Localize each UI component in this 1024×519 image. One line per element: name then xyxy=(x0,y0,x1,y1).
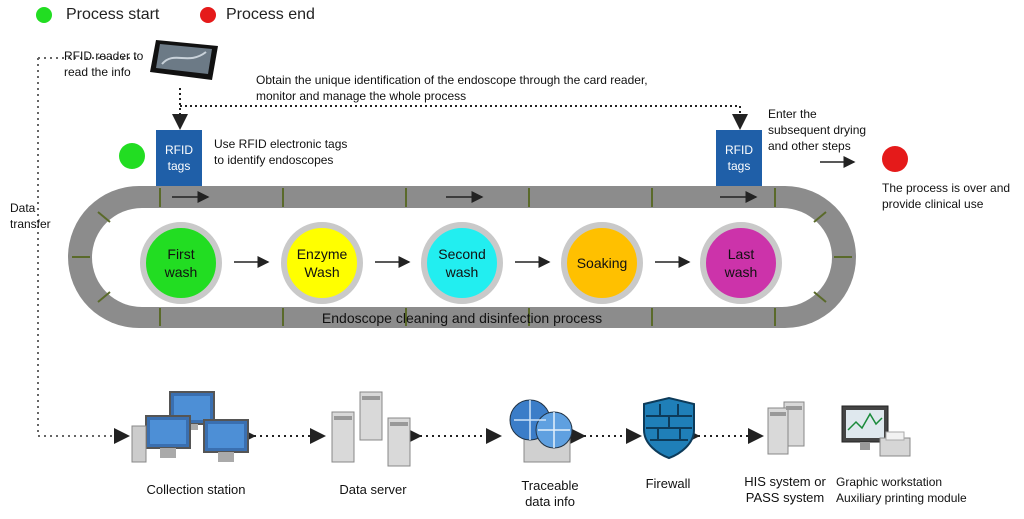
rfid-tags-right-line1: RFID xyxy=(725,143,753,157)
stage-second-wash: Second wash xyxy=(421,222,503,304)
workstation-printer-icon xyxy=(840,404,912,460)
data-server-label-line1: Data server xyxy=(339,482,407,497)
stage-soaking: Soaking xyxy=(561,222,643,304)
workstation-label-line2: Auxiliary printing module xyxy=(836,491,967,505)
stage-first-wash: First wash xyxy=(140,222,222,304)
collection-station-label: Collection station xyxy=(130,482,262,498)
firewall-label-line1: Firewall xyxy=(645,476,691,491)
end-note-line1: The process is over and xyxy=(882,181,1011,195)
monitor-note: Obtain the unique identification of the … xyxy=(256,72,648,104)
traceable-data-label-line2: data info xyxy=(525,494,575,509)
rfid-tags-right-line2: tags xyxy=(727,159,751,173)
rfid-note: Use RFID electronic tags to identify end… xyxy=(214,136,347,168)
monitor-note-line1: Obtain the unique identification of the … xyxy=(256,73,648,87)
reader-label: RFID reader to read the info xyxy=(64,48,143,80)
data-transfer-line2: transfer xyxy=(10,217,51,231)
end-note: The process is over and provide clinical… xyxy=(882,180,1010,212)
stage-last-wash-line2: wash xyxy=(724,264,758,280)
traceable-data-label-line1: Traceable xyxy=(521,478,579,493)
rfid-tags-left-line2: tags xyxy=(167,159,191,173)
rfid-tags-right: RFID tags xyxy=(716,130,762,186)
his-system-label-line2: PASS system xyxy=(745,490,825,505)
workstation-label-line1: Graphic workstation xyxy=(836,475,943,489)
rfid-tags-left-line1: RFID xyxy=(165,143,193,157)
drying-note-line3: and other steps xyxy=(768,139,851,153)
firewall-icon xyxy=(640,396,698,460)
drying-note: Enter the subsequent drying and other st… xyxy=(768,106,866,154)
his-system-label-line1: HIS system or xyxy=(744,474,826,489)
data-transfer-line xyxy=(37,57,138,444)
process-start-dot xyxy=(36,7,52,23)
drying-note-line2: subsequent drying xyxy=(768,123,867,137)
firewall-label: Firewall xyxy=(628,476,708,492)
drying-note-line1: Enter the xyxy=(768,107,817,121)
conveyor-title: Endoscope cleaning and disinfection proc… xyxy=(321,310,603,326)
stage-first-wash-line1: First xyxy=(167,246,195,262)
monitor-note-line2: monitor and manage the whole process xyxy=(256,89,467,103)
stage-second-wash-line1: Second xyxy=(438,246,486,262)
traceable-data-label: Traceable data info xyxy=(500,478,600,510)
data-server-label: Data server xyxy=(318,482,428,498)
rfid-link xyxy=(172,88,748,130)
rfid-note-line1: Use RFID electronic tags xyxy=(214,137,348,151)
rfid-note-line2: to identify endoscopes xyxy=(214,153,334,167)
process-end-dot xyxy=(200,7,216,23)
his-system-label: HIS system or PASS system xyxy=(730,474,840,506)
reader-label-line1: RFID reader to xyxy=(64,49,144,63)
end-note-line2: provide clinical use xyxy=(882,197,984,211)
data-server-icon xyxy=(326,390,418,470)
stage-enzyme-wash-line2: Wash xyxy=(304,264,340,280)
process-start-label: Process start xyxy=(66,6,160,23)
data-transfer-label: Data transfer xyxy=(10,200,51,232)
globe-server-icon xyxy=(504,392,584,472)
his-server-icon xyxy=(764,400,808,456)
workstation-label: Graphic workstation Auxiliary printing m… xyxy=(836,474,1006,506)
stage-second-wash-line2: wash xyxy=(445,264,479,280)
stage-last-wash: Last wash xyxy=(700,222,782,304)
stage-soaking-line1: Soaking xyxy=(576,255,628,271)
start-marker xyxy=(119,143,145,169)
rfid-reader-icon xyxy=(148,36,220,86)
stage-enzyme-wash-line1: Enzyme xyxy=(296,246,348,262)
rfid-tags-left: RFID tags xyxy=(156,130,202,186)
data-transfer-line1: Data xyxy=(10,201,36,215)
stage-last-wash-line1: Last xyxy=(727,246,755,262)
reader-label-line2: read the info xyxy=(64,65,131,79)
end-marker xyxy=(882,146,908,172)
process-end-label: Process end xyxy=(226,6,315,23)
collection-station-label-line1: Collection station xyxy=(146,482,246,497)
computers-icon xyxy=(130,390,254,474)
stage-first-wash-line2: wash xyxy=(164,264,198,280)
